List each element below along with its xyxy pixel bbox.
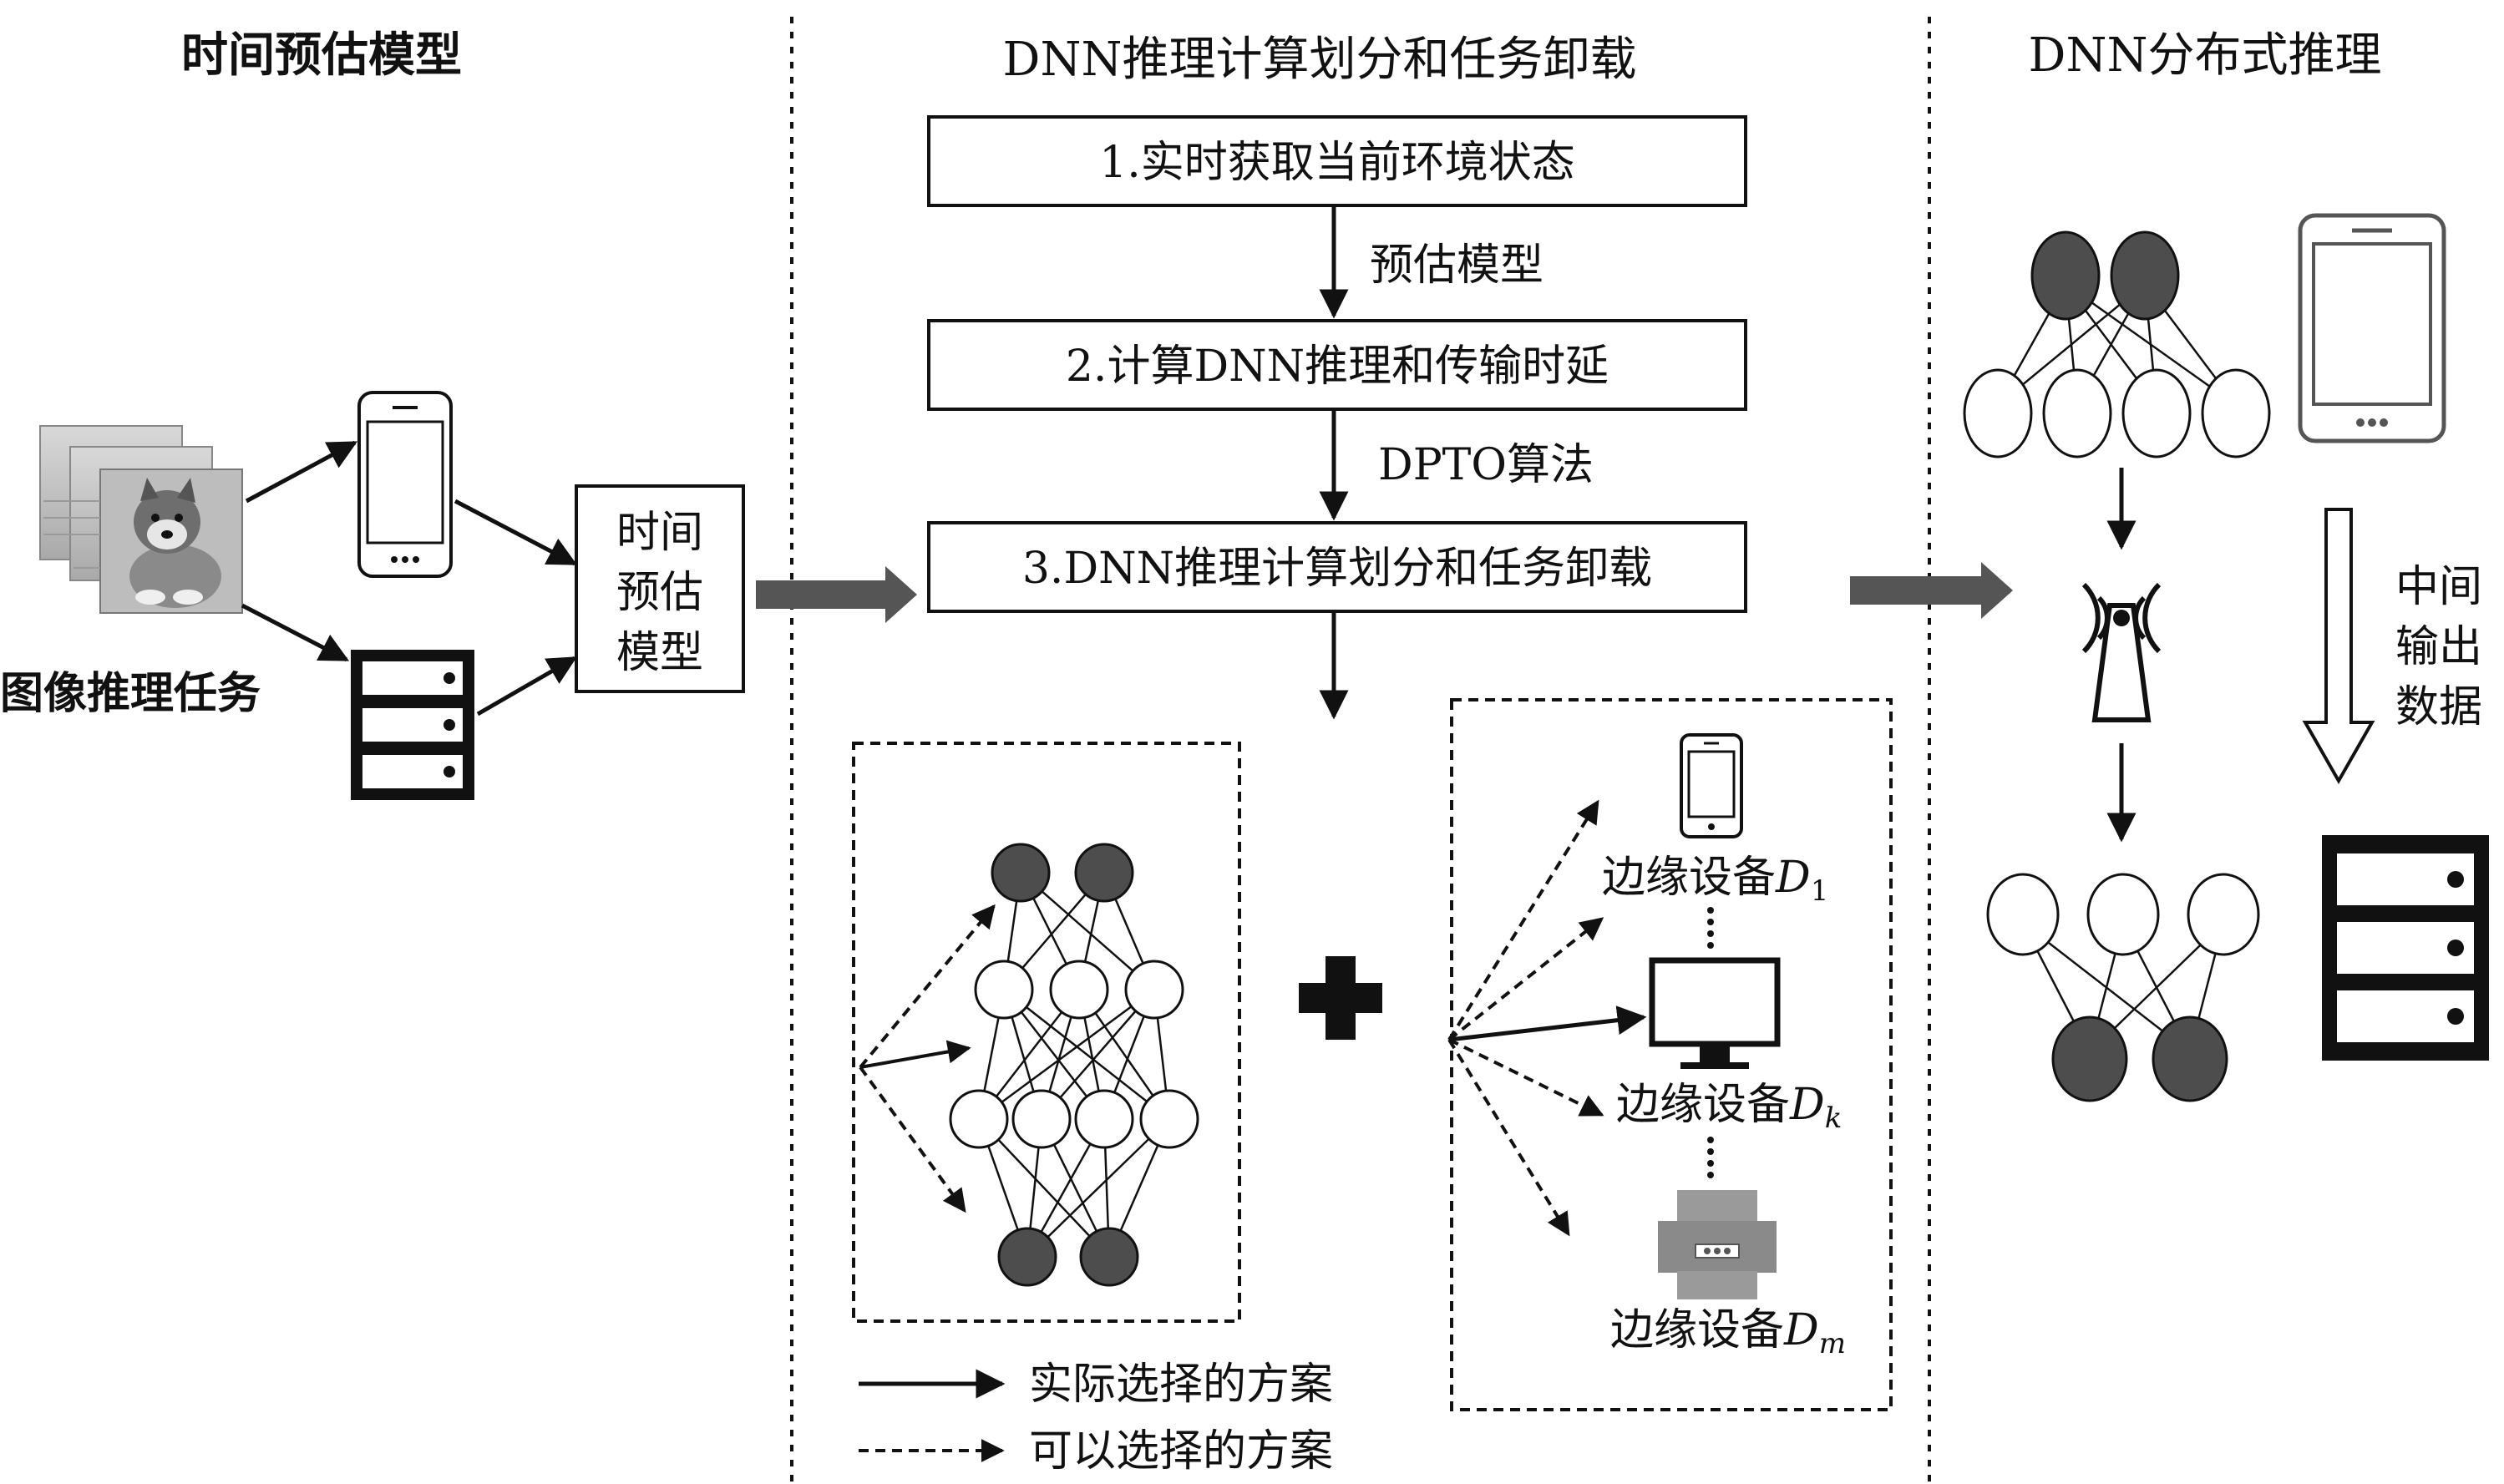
arrow-label-estimation-model: 预估模型 [1370,241,1543,291]
dnn-nodes-right-bottom [1986,873,2260,1102]
edge-devices-box [1450,698,1893,1411]
vertical-label-line-2: 输出 [2395,622,2482,672]
arrow-images-to-phone [245,440,358,504]
dashed-arrow-to-dots [1447,917,1604,1041]
smartphone-icon-right [2298,213,2446,443]
ellipsis-dots-lower [1707,1137,1714,1178]
arrow-phone-to-model [454,499,578,566]
server-icon-right [2322,835,2489,1061]
device-label-k: 边缘设备Dk [1616,1080,1842,1135]
image-task-label: 图像推理任务 [0,668,261,719]
step-box-1: 1.实时获取当前环境状态 [927,115,1747,207]
dnn-nodes-right-top [1963,230,2271,458]
block-arrow-middle-to-right [1850,562,2013,619]
block-arrow-left-to-middle [756,566,917,623]
plus-icon [1299,956,1382,1040]
step-1-label: 1.实时获取当前环境状态 [1099,138,1575,188]
step-box-3: 3.DNN推理计算划分和任务卸载 [927,521,1747,613]
device-label-1: 边缘设备D1 [1602,853,1828,908]
solid-arrow-partition-middle [859,1040,971,1069]
dnn-network-right-top [1996,282,2237,407]
model-box-line-3: 模型 [616,628,703,678]
device-phone-icon [1680,733,1743,838]
solid-arrow-to-monitor [1448,1005,1647,1042]
step-3-label: 3.DNN推理计算划分和任务卸载 [1022,544,1652,594]
legend-solid-label: 实际选择的方案 [1029,1360,1333,1410]
middle-section-title: DNN推理计算划分和任务卸载 [1003,33,1637,87]
dashed-arrow-partition-bottom [859,1066,966,1213]
dnn-nodes-middle [949,843,1199,1287]
vertical-label-line-3: 数据 [2395,682,2482,732]
server-icon [351,650,474,800]
smartphone-icon [357,391,453,578]
dashed-arrow-to-device-k [1448,1038,1604,1117]
printer-icon [1658,1190,1777,1299]
legend: 实际选择的方案 可以选择的方案 [859,1360,1333,1476]
device-label-m: 边缘设备Dm [1610,1305,1846,1360]
dashed-arrow-to-printer [1447,1038,1570,1237]
dnn-network-middle [977,872,1171,1258]
ellipsis-dots-upper [1707,907,1714,949]
left-section-title: 时间预估模型 [181,28,462,83]
model-box-line-1: 时间 [616,508,703,558]
arrow-images-to-server [241,603,350,662]
right-section-title: DNN分布式推理 [2029,28,2382,83]
step-box-2: 2.计算DNN推理和传输时延 [927,319,1747,411]
hollow-arrow-intermediate-output [2302,508,2375,785]
dashed-arrow-to-phone [1447,799,1599,1041]
model-box-line-2: 预估 [616,568,703,618]
arrow-label-dpto-algorithm: DPTO算法 [1378,440,1594,490]
time-model-box: 时间 预估 模型 [575,484,745,693]
monitor-icon [1649,957,1781,1069]
wireless-tower-icon [2081,582,2162,722]
dnn-partition-box [852,742,1241,1323]
dog-image-stack-icon [39,425,243,614]
dashed-arrow-partition-top [859,904,996,1069]
arrow-server-to-model [476,656,578,717]
legend-dashed-label: 可以选择的方案 [1029,1426,1333,1476]
step-2-label: 2.计算DNN推理和传输时延 [1066,342,1609,392]
vertical-label-line-1: 中间 [2395,562,2482,612]
